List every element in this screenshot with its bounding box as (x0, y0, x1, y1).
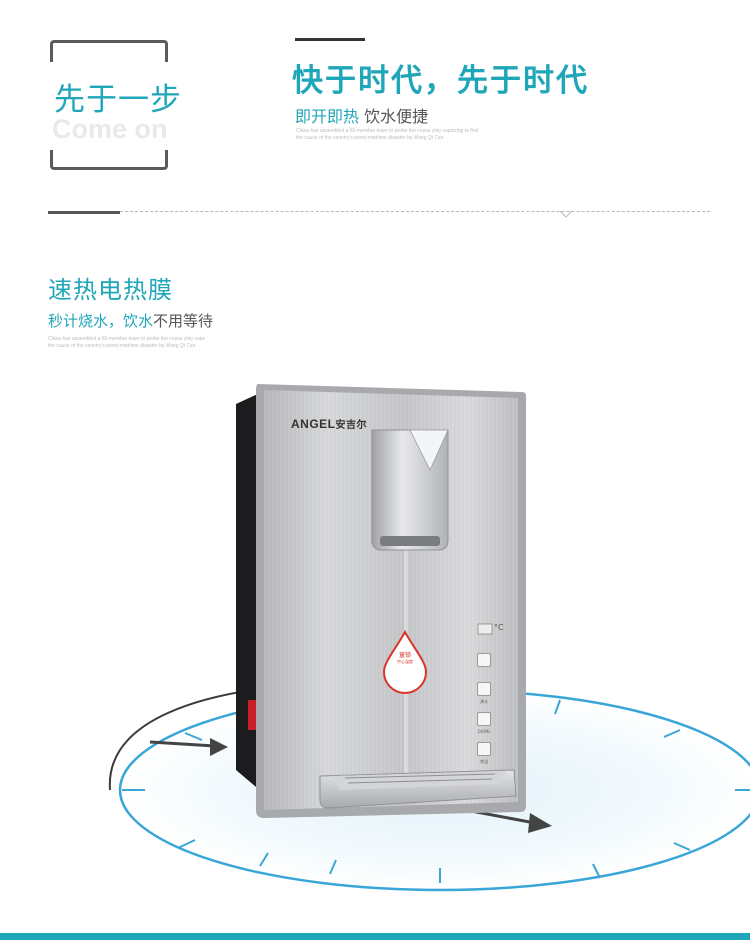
section-title: 速热电热膜 (48, 276, 173, 304)
tagline-rest: 饮水便捷 (364, 107, 429, 126)
hot-water-drop-icon (382, 629, 428, 694)
header-fine-print: China has assembled a 60-member team to … (296, 128, 478, 142)
drop-label-line-1: 童锁 (398, 652, 411, 659)
brand-cn: 安吉尔 (335, 420, 367, 431)
temperature-display (477, 623, 493, 635)
tagline-accent: 即开即热 (295, 107, 360, 126)
arrow-left-icon (149, 738, 228, 756)
badge-frame-gap (40, 62, 190, 150)
dispenser-body (236, 392, 262, 792)
control-label: 240ML (477, 729, 491, 734)
drop-label: 童锁 中心温度 (393, 650, 417, 665)
section-subtitle-rest: 不用等待 (153, 312, 214, 330)
control-label: 沸水 (480, 699, 488, 704)
bottom-accent-bar (0, 933, 750, 940)
brand-logo: ANGEL安吉尔 (291, 416, 367, 431)
section-subtitle-accent: 秒计烧水，饮水 (48, 312, 154, 330)
temperature-unit: °C (494, 623, 504, 632)
dispenser-front-panel (256, 384, 526, 818)
badge-subtitle: Come on (52, 114, 168, 144)
fine-print-line: China has assembled a 60-member team to … (296, 128, 479, 134)
water-nozzle (371, 429, 449, 551)
tagline: 即开即热 饮水便捷 (295, 103, 428, 127)
section-subtitle: 秒计烧水，饮水不用等待 (48, 310, 213, 331)
drop-label-line-2: 中心温度 (397, 659, 413, 664)
section-fine-print: China has assembled a 60-member team to … (48, 336, 205, 350)
control-label: 常温 (480, 759, 488, 764)
brand-en: ANGEL (291, 417, 336, 431)
boil-button[interactable] (477, 682, 491, 696)
headline: 快于时代，先于时代 (292, 63, 589, 99)
fine-print-line: the cause of the country's worst maritim… (296, 135, 444, 141)
badge-title: 先于一步 (54, 82, 182, 118)
power-switch-icon (248, 700, 258, 730)
volume-button[interactable] (477, 712, 491, 726)
drip-tray (319, 769, 517, 809)
child-lock-button[interactable] (477, 653, 491, 667)
normal-temp-button[interactable] (477, 742, 491, 756)
headline-accent-line (295, 38, 365, 41)
divider-dashed (120, 211, 710, 212)
divider-notch-icon (560, 210, 572, 218)
fine-print-line: the cause of the country's worst maritim… (48, 343, 196, 349)
fine-print-line: China has assembled a 60-member team to … (48, 336, 206, 342)
divider-accent (48, 211, 120, 214)
